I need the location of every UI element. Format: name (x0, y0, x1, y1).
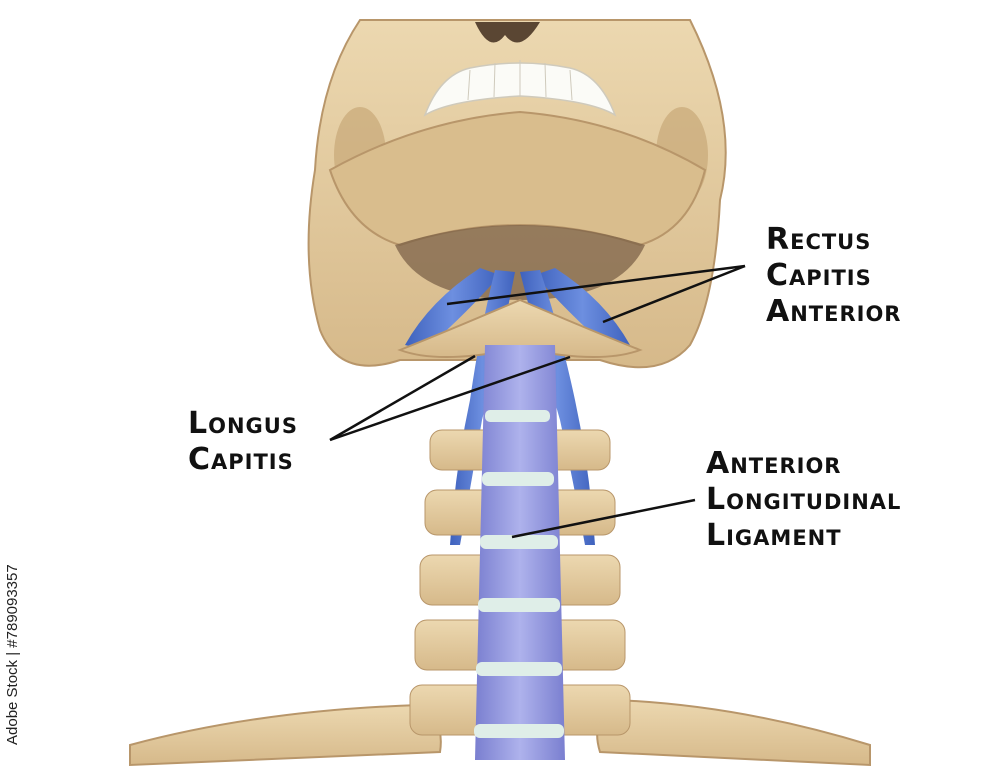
label-rectus-capitis-anterior: Rectus Capitis Anterior (766, 222, 901, 330)
intervertebral-disc (485, 410, 550, 422)
leader-line-longus-left (329, 354, 476, 442)
intervertebral-disc (476, 662, 562, 676)
intervertebral-disc (480, 535, 558, 549)
label-anterior-longitudinal-ligament: Anterior Longitudinal Ligament (706, 446, 901, 554)
intervertebral-disc (482, 472, 554, 486)
label-line: Anterior (706, 446, 842, 481)
nasal-cavity (475, 22, 540, 43)
leader-line-ligament (511, 498, 696, 539)
upper-teeth (423, 60, 617, 117)
label-line: Ligament (706, 518, 842, 553)
intervertebral-disc (478, 598, 560, 612)
atlas-vertebra (397, 298, 643, 358)
leader-lines (329, 264, 746, 539)
intervertebral-disc (474, 724, 564, 738)
leader-line-rectus-left (446, 264, 746, 306)
label-line: Anterior (766, 294, 902, 329)
leader-line-longus-right (329, 355, 571, 442)
leader-line-rectus-right (602, 264, 746, 324)
label-longus-capitis: Longus Capitis (188, 406, 298, 478)
label-line: Capitis (188, 442, 294, 477)
label-line: Capitis (766, 258, 872, 293)
label-line: Longus (188, 406, 298, 441)
skull (307, 19, 727, 369)
label-line: Longitudinal (706, 482, 902, 517)
stock-id-watermark: Adobe Stock | #789093357 (4, 564, 21, 745)
label-line: Rectus (766, 222, 872, 257)
anterior-longitudinal-ligament-band (474, 345, 565, 760)
